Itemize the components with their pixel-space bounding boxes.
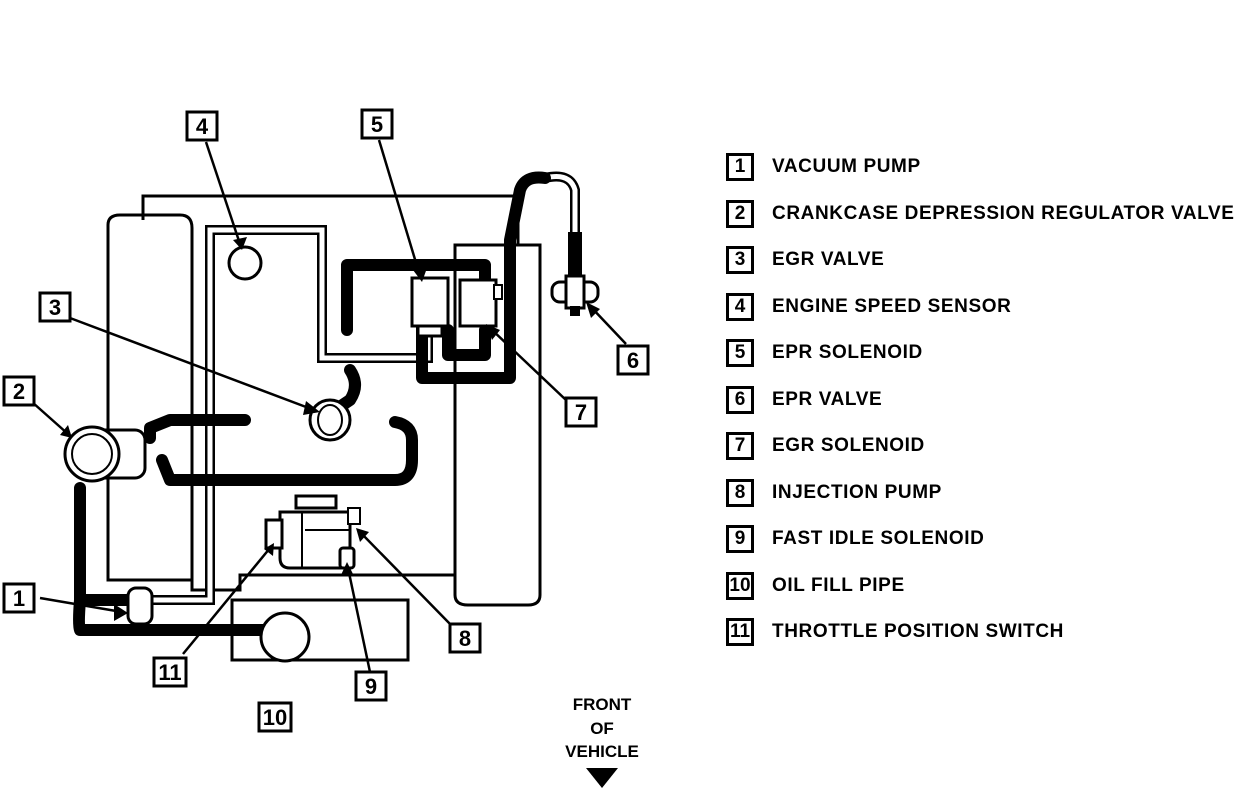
- oil-fill-pipe-shape: [250, 611, 311, 663]
- legend-label: INJECTION PUMP: [772, 481, 942, 503]
- front-label-line2: OF: [590, 719, 614, 738]
- legend-label: THROTTLE POSITION SWITCH: [772, 621, 1064, 643]
- egr-valve-shape: [308, 398, 352, 442]
- svg-text:10: 10: [263, 705, 287, 730]
- svg-text:2: 2: [13, 379, 25, 404]
- svg-text:11: 11: [158, 660, 181, 685]
- legend-label: OIL FILL PIPE: [772, 574, 905, 596]
- svg-text:1: 1: [13, 586, 25, 611]
- callout-2: 2: [2, 375, 36, 407]
- legend-number: 7: [726, 432, 754, 461]
- legend-label: FAST IDLE SOLENOID: [772, 528, 985, 550]
- svg-text:5: 5: [371, 112, 383, 137]
- egr-solenoid-shape: [458, 278, 503, 328]
- legend-item-epr-valve: 6 EPR VALVE: [726, 377, 1235, 424]
- legend-label: VACUUM PUMP: [772, 156, 921, 178]
- callout-1: 1: [2, 582, 36, 614]
- callout-4: 4: [185, 110, 219, 142]
- legend-label: EPR SOLENOID: [772, 342, 923, 364]
- svg-text:7: 7: [575, 400, 587, 425]
- engine-speed-sensor-shape: [227, 245, 263, 281]
- callout-5: 5: [360, 108, 394, 140]
- legend-item-engine-speed-sensor: 4 ENGINE SPEED SENSOR: [726, 284, 1235, 331]
- vacuum-pump-shape: [126, 586, 154, 626]
- callout-11: 11: [152, 656, 188, 688]
- legend-item-vacuum-pump: 1 VACUUM PUMP: [726, 144, 1235, 191]
- legend-item-epr-solenoid: 5 EPR SOLENOID: [726, 330, 1235, 377]
- callout-8: 8: [448, 622, 482, 654]
- svg-text:4: 4: [196, 114, 209, 139]
- callout-7: 7: [564, 396, 598, 428]
- legend-label: CRANKCASE DEPRESSION REGULATOR VALVE: [772, 202, 1235, 224]
- legend-number: 2: [726, 199, 754, 228]
- front-label-line1: FRONT: [573, 695, 632, 714]
- legend-label: EGR VALVE: [772, 249, 885, 271]
- legend-label: ENGINE SPEED SENSOR: [772, 295, 1012, 317]
- legend-item-fast-idle-solenoid: 9 FAST IDLE SOLENOID: [726, 516, 1235, 563]
- legend-item-egr-valve: 3 EGR VALVE: [726, 237, 1235, 284]
- callout-9: 9: [354, 670, 388, 702]
- legend-item-oil-fill-pipe: 10 OIL FILL PIPE: [726, 563, 1235, 610]
- legend-number: 4: [726, 292, 754, 321]
- legend-label: EPR VALVE: [772, 388, 883, 410]
- legend-item-injection-pump: 8 INJECTION PUMP: [726, 470, 1235, 517]
- legend-number: 6: [726, 385, 754, 414]
- callout-10: 10: [257, 701, 293, 733]
- legend: 1 VACUUM PUMP 2 CRANKCASE DEPRESSION REG…: [726, 144, 1235, 656]
- svg-text:8: 8: [459, 626, 471, 651]
- legend-item-cdr-valve: 2 CRANKCASE DEPRESSION REGULATOR VALVE: [726, 191, 1235, 238]
- legend-number: 9: [726, 525, 754, 554]
- legend-item-throttle-position-switch: 11 THROTTLE POSITION SWITCH: [726, 609, 1235, 656]
- legend-number: 10: [726, 571, 754, 600]
- legend-number: 1: [726, 153, 754, 182]
- svg-text:3: 3: [49, 295, 61, 320]
- front-of-vehicle-indicator: FRONT OF VEHICLE: [565, 695, 639, 788]
- front-label-line3: VEHICLE: [565, 742, 639, 761]
- legend-number: 11: [726, 618, 754, 647]
- epr-solenoid-shape: [410, 276, 450, 338]
- down-arrow-icon: [586, 768, 618, 788]
- svg-text:6: 6: [627, 348, 639, 373]
- legend-number: 8: [726, 478, 754, 507]
- cdr-valve-shape: [63, 425, 147, 483]
- legend-label: EGR SOLENOID: [772, 435, 925, 457]
- callout-6: 6: [616, 344, 650, 376]
- callout-3: 3: [38, 291, 72, 323]
- svg-text:9: 9: [365, 674, 377, 699]
- legend-item-egr-solenoid: 7 EGR SOLENOID: [726, 423, 1235, 470]
- leader-arrowheads: [60, 237, 600, 621]
- epr-valve-shape: [550, 232, 600, 316]
- legend-number: 3: [726, 246, 754, 275]
- legend-number: 5: [726, 339, 754, 368]
- leader-lines: [31, 139, 627, 673]
